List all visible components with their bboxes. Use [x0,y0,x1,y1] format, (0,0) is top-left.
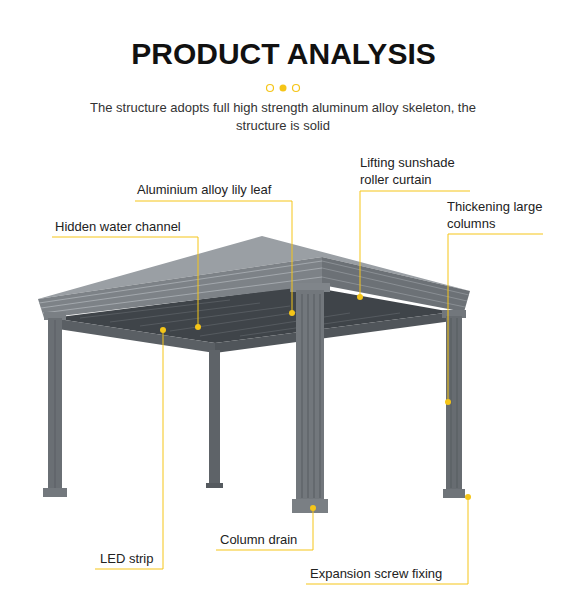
title: PRODUCT ANALYSIS [0,36,567,72]
callout-dots [160,294,471,511]
part-label: Lifting sunshade roller curtain [360,154,485,188]
leader-lines [52,191,543,584]
part-label: Aluminium alloy lily leaf [137,181,307,198]
subtitle: The structure adopts full high strength … [63,99,503,135]
part-label: Column drain [220,531,330,548]
pergola [38,236,470,513]
title-dots [267,85,300,92]
part-label: LED strip [100,550,180,567]
part-label: Expansion screw fixing [310,565,490,582]
part-label: Thickening large columns [447,198,557,232]
part-label: Hidden water channel [55,218,215,235]
